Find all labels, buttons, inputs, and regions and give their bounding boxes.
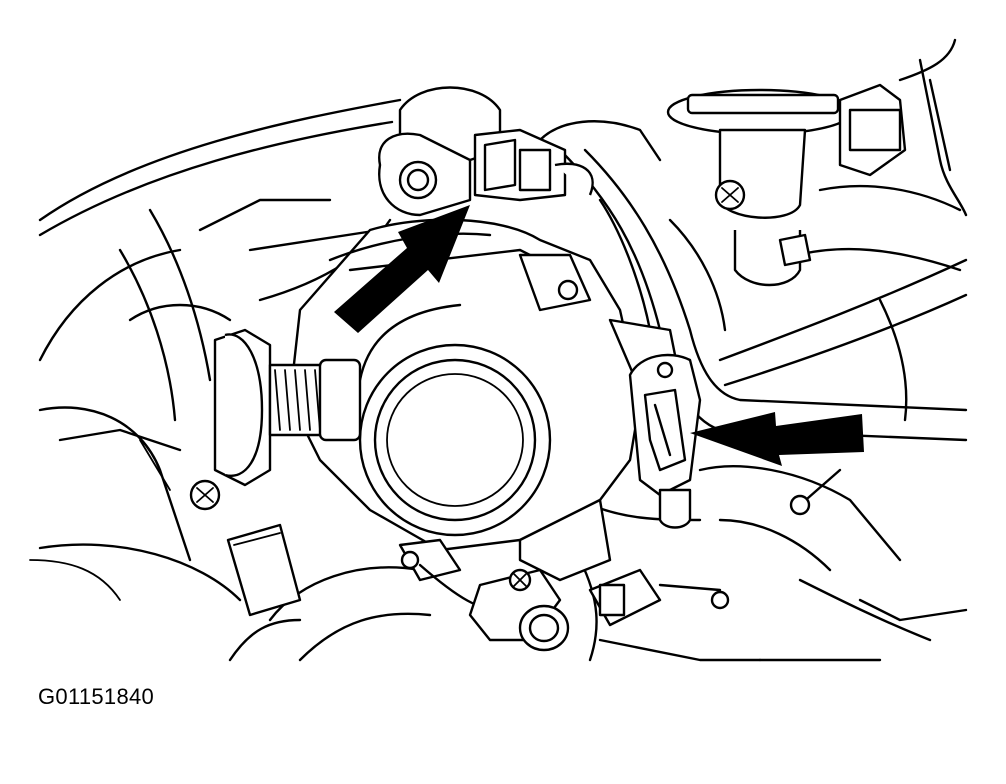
idle-air-valve [666, 38, 957, 287]
lower-fittings [29, 439, 842, 652]
pointer-arrow-icon [334, 205, 470, 333]
pointer-arrow-icon [690, 412, 864, 466]
upper-hose-boss [378, 86, 594, 217]
throttle-pulley [213, 328, 362, 487]
throttle-body-inlet [358, 303, 552, 537]
engine-bay-background [38, 58, 968, 662]
figure-id-label: G01151840 [38, 684, 155, 709]
throttle-position-sensor [628, 353, 702, 529]
